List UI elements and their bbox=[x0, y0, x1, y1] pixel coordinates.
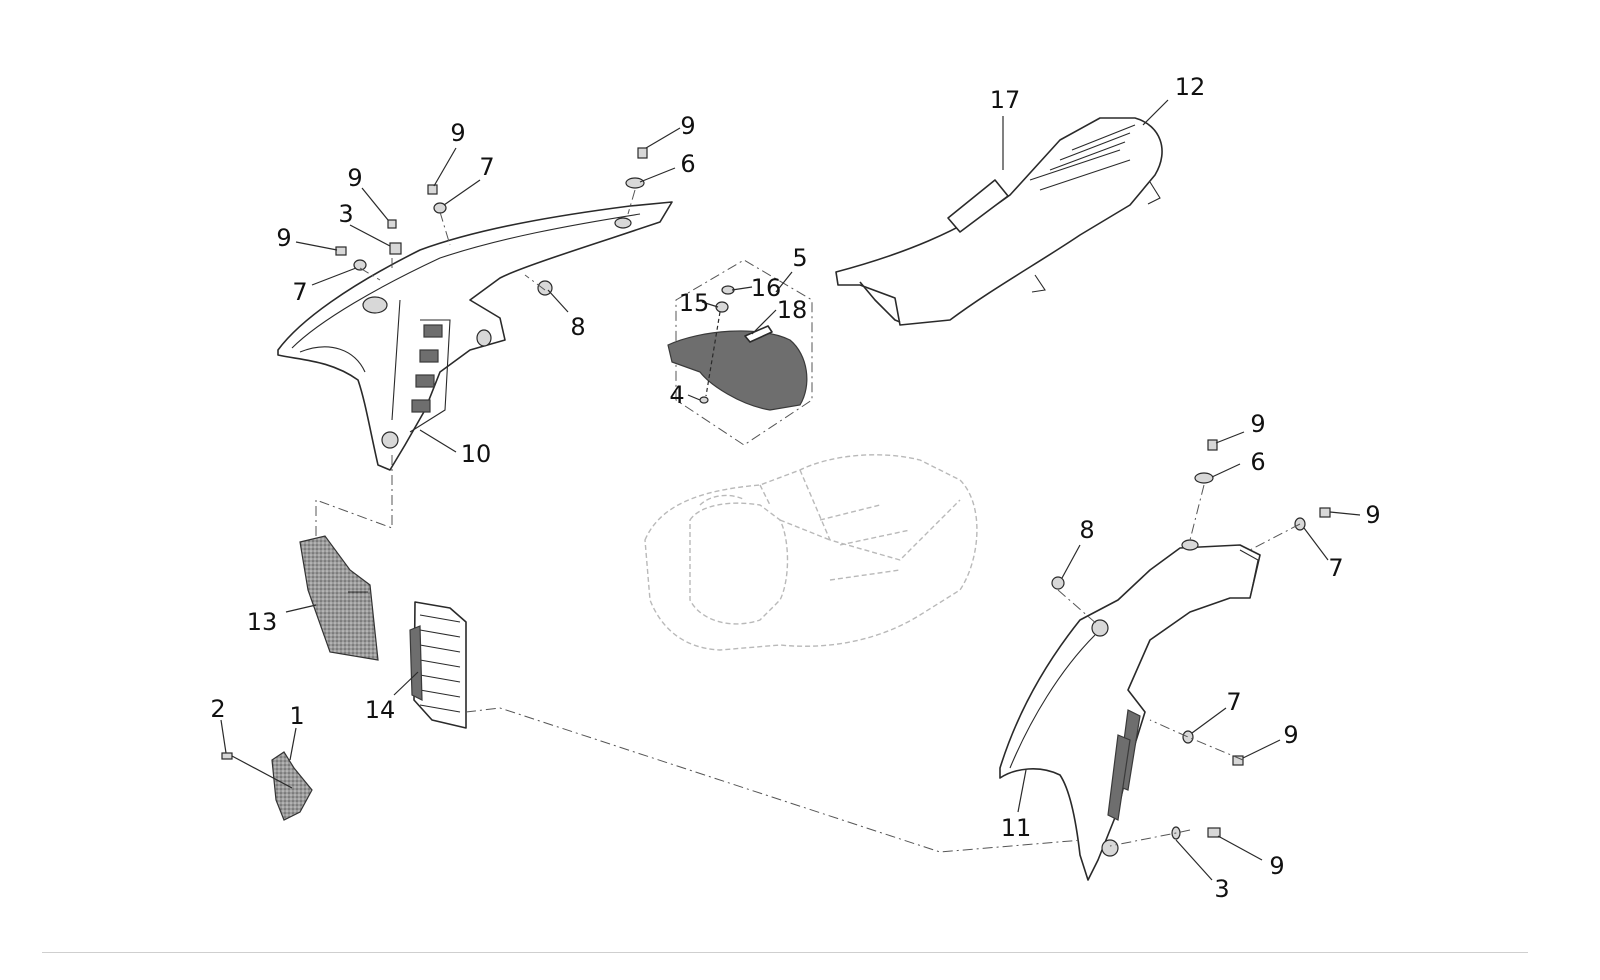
callout-16: 16 bbox=[751, 274, 782, 302]
callout-3: 3 bbox=[338, 200, 353, 228]
footer-divider bbox=[42, 952, 1528, 953]
callout-9: 9 bbox=[276, 224, 291, 252]
callout-6: 6 bbox=[1250, 448, 1265, 476]
callout-18: 18 bbox=[777, 296, 808, 324]
callout-9: 9 bbox=[1365, 501, 1380, 529]
callout-9: 9 bbox=[347, 164, 362, 192]
callout-9: 9 bbox=[1250, 410, 1265, 438]
callout-8: 8 bbox=[1079, 516, 1094, 544]
callout-11: 11 bbox=[1001, 814, 1032, 842]
callout-9: 9 bbox=[1283, 721, 1298, 749]
callout-7: 7 bbox=[479, 153, 494, 181]
seat bbox=[835, 117, 1163, 326]
bracket-1 bbox=[221, 751, 313, 821]
fuel-tank-ghost bbox=[644, 454, 978, 651]
callout-17: 17 bbox=[990, 86, 1021, 114]
callout-14: 14 bbox=[365, 696, 396, 724]
callout-9: 9 bbox=[1269, 852, 1284, 880]
callout-3: 3 bbox=[1214, 875, 1229, 903]
right-radiator-shroud bbox=[999, 539, 1261, 881]
tank-cover-kit bbox=[667, 259, 813, 446]
radiator-louvre-14 bbox=[409, 601, 467, 729]
callout-10: 10 bbox=[461, 440, 492, 468]
leader-lines bbox=[220, 99, 1361, 881]
callout-7: 7 bbox=[1328, 554, 1343, 582]
callout-12: 12 bbox=[1175, 73, 1206, 101]
callout-6: 6 bbox=[680, 150, 695, 178]
callout-9: 9 bbox=[680, 112, 695, 140]
callout-7: 7 bbox=[1226, 688, 1241, 716]
callout-9: 9 bbox=[450, 119, 465, 147]
callout-5: 5 bbox=[792, 244, 807, 272]
callout-15: 15 bbox=[679, 289, 710, 317]
callout-2: 2 bbox=[210, 695, 225, 723]
callout-1: 1 bbox=[289, 702, 304, 730]
callout-7: 7 bbox=[292, 278, 307, 306]
callout-labels: 9 7 9 3 9 7 9 6 8 10 5 16 15 18 4 17 12 … bbox=[210, 73, 1380, 903]
left-radiator-shroud bbox=[277, 201, 673, 471]
radiator-grille-13 bbox=[299, 535, 379, 661]
callout-8: 8 bbox=[570, 313, 585, 341]
callout-4: 4 bbox=[669, 381, 684, 409]
callout-13: 13 bbox=[247, 608, 278, 636]
assembly-lines bbox=[315, 189, 1301, 853]
